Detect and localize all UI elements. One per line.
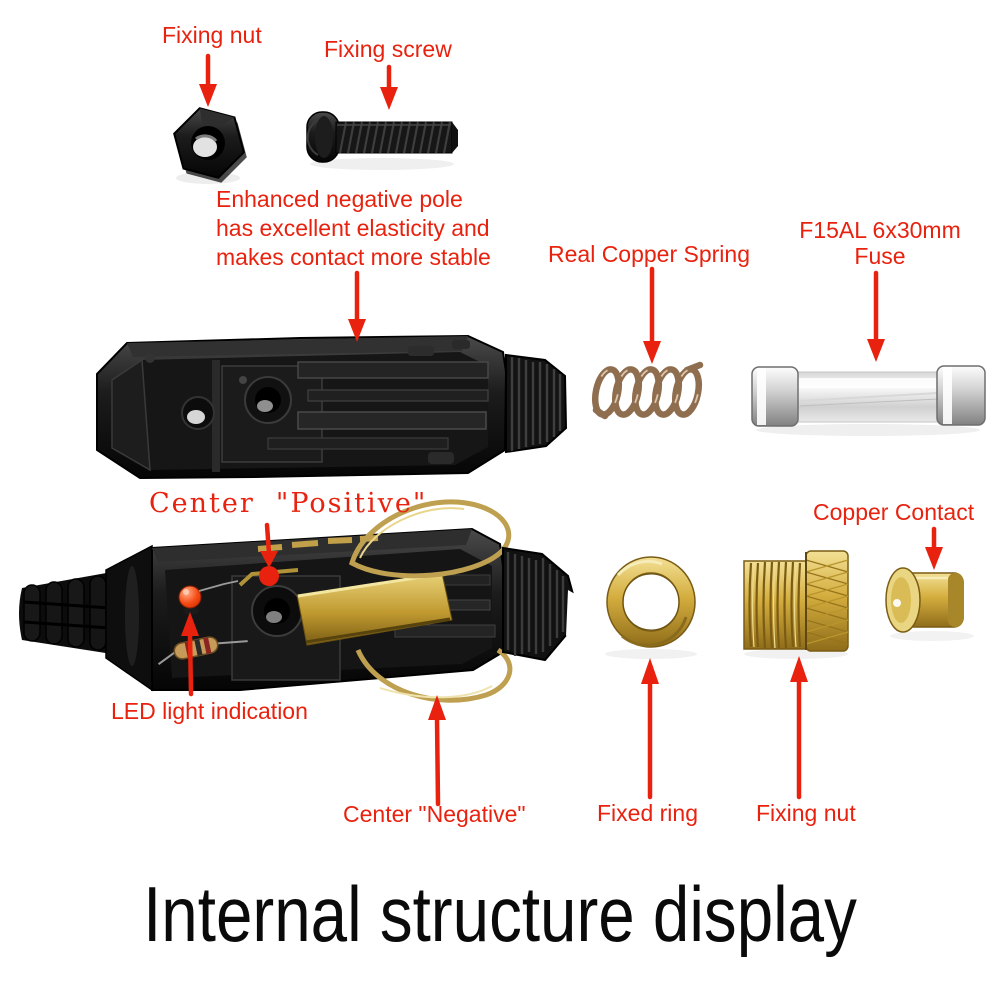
center-positive-arrow bbox=[259, 522, 279, 586]
label-fixed-ring: Fixed ring bbox=[597, 800, 698, 826]
label-enhanced-line1: Enhanced negative pole bbox=[216, 186, 463, 212]
label-fixing-nut-bottom: Fixing nut bbox=[756, 800, 856, 826]
label-enhanced-line3: makes contact more stable bbox=[216, 244, 491, 270]
fixing-nut-top-arrow bbox=[199, 53, 217, 107]
fixed-ring-photo bbox=[606, 556, 696, 648]
fixing-screw-arrow bbox=[380, 64, 398, 110]
label-copper-contact: Copper Contact bbox=[813, 499, 975, 525]
center-negative-arrow bbox=[428, 695, 446, 807]
fuse-arrow bbox=[867, 270, 885, 362]
copper-contact-arrow bbox=[925, 526, 943, 570]
fuse-photo bbox=[751, 365, 986, 427]
black-fixing-nut-photo bbox=[173, 107, 247, 183]
label-fixing-nut-top: Fixing nut bbox=[162, 22, 262, 48]
copper-contact-photo bbox=[885, 567, 964, 633]
copper-spring-photo bbox=[591, 361, 704, 420]
page-title: Internal structure display bbox=[143, 870, 857, 958]
upper-shell-photo bbox=[96, 334, 568, 480]
label-fuse-line2: Fuse bbox=[854, 243, 906, 269]
annotation-arrows bbox=[181, 53, 943, 807]
label-fuse: F15AL 6x30mm Fuse bbox=[790, 217, 970, 269]
fixing-nut-bottom-arrow bbox=[790, 656, 808, 800]
fixed-ring-arrow bbox=[641, 658, 659, 800]
enhanced-negative-pole-arrow bbox=[348, 270, 366, 342]
led-arrow bbox=[181, 612, 199, 697]
label-enhanced-line2: has excellent elasticity and bbox=[216, 215, 490, 241]
assembled-plug-photo bbox=[19, 499, 582, 703]
label-fuse-line1: F15AL 6x30mm bbox=[799, 217, 961, 243]
label-center-negative: Center "Negative" bbox=[343, 801, 526, 827]
brass-fixing-nut-photo bbox=[743, 550, 849, 652]
center-positive-dot bbox=[259, 566, 279, 586]
part-shadows bbox=[176, 158, 980, 659]
label-center-positive: Center "Positive" bbox=[149, 488, 428, 519]
label-enhanced-negative-pole: Enhanced negative pole has excellent ela… bbox=[216, 185, 491, 272]
copper-spring-arrow bbox=[643, 266, 661, 364]
label-led-light-indication: LED light indication bbox=[111, 698, 308, 724]
black-fixing-screw-photo bbox=[306, 111, 458, 163]
label-fixing-screw: Fixing screw bbox=[324, 36, 452, 62]
label-real-copper-spring: Real Copper Spring bbox=[548, 241, 751, 267]
